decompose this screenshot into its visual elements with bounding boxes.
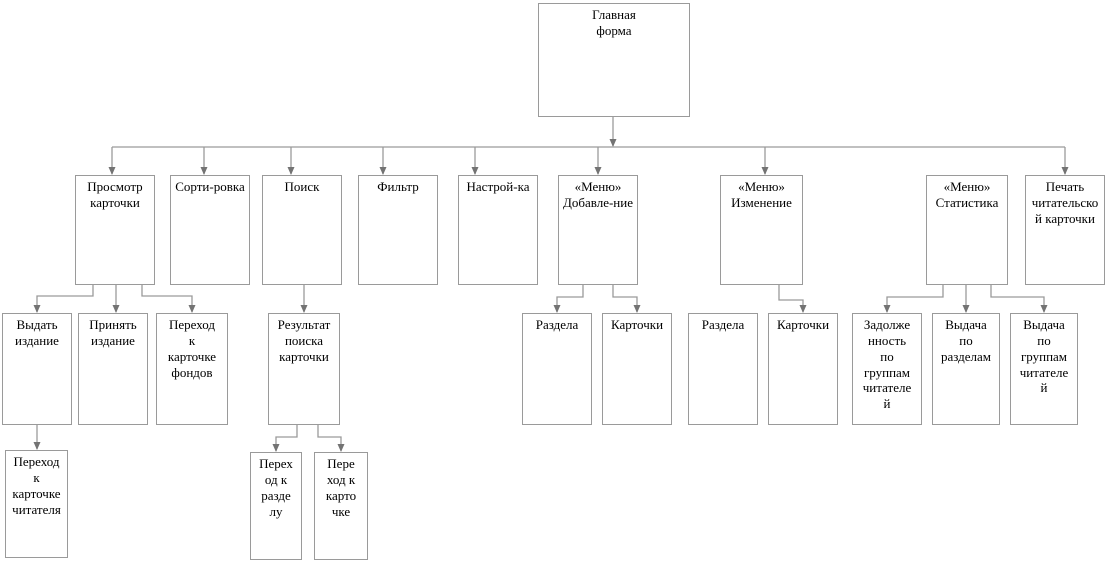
arrowhead-icon: [272, 444, 280, 452]
connector-statistika-to-vydacha-gruppam: [990, 285, 1045, 312]
node-label: Раздела: [701, 317, 745, 332]
node-label: «Меню» Добавле-ние: [563, 179, 633, 210]
arrowhead-icon: [33, 442, 41, 450]
node-vydacha-po-razdelam: Выдача по разделам: [932, 313, 1000, 425]
connector-prosmotr-to-fondov: [141, 285, 193, 312]
node-glavnaya-forma: Главная форма: [538, 3, 690, 117]
arrowhead-icon: [553, 305, 561, 313]
arrowhead-icon: [799, 305, 807, 313]
connector-dobavlenie-to-kartochki: [612, 285, 638, 312]
node-menu-izmenenie: «Меню» Изменение: [720, 175, 803, 285]
arrowhead-icon: [33, 305, 41, 313]
arrowhead-icon: [1040, 305, 1048, 313]
connector-rezultat-to-razdelu: [275, 425, 298, 451]
node-label: Выдача по группам читателе й: [1019, 317, 1069, 396]
node-perekhod-k-kartochke-fondov: Переход к карточке фондов: [156, 313, 228, 425]
node-perekhod-k-razdelu: Перех од к разде лу: [250, 452, 302, 560]
node-label: Принять издание: [89, 317, 137, 348]
node-razdela-dobavlenie: Раздела: [522, 313, 592, 425]
node-kartochki-izmenenie: Карточки: [768, 313, 838, 425]
arrowhead-icon: [337, 444, 345, 452]
node-label: Переход к карточке читателя: [12, 454, 61, 517]
arrowhead-icon: [633, 305, 641, 313]
node-label: Задолже нность по группам читателе й: [862, 317, 912, 412]
arrowhead-icon: [379, 167, 387, 175]
node-label: Главная форма: [592, 7, 636, 38]
node-razdela-izmenenie: Раздела: [688, 313, 758, 425]
node-label: Печать читательско й карточки: [1031, 179, 1099, 226]
arrowhead-icon: [761, 167, 769, 175]
node-label: Карточки: [776, 317, 830, 332]
node-sortirovka: Сорти-ровка: [170, 175, 250, 285]
node-label: Результат поиска карточки: [277, 317, 331, 364]
node-perekhod-k-kartochke-chitatelya: Переход к карточке читателя: [5, 450, 68, 558]
node-prosmotr-kartochki: Просмотр карточки: [75, 175, 155, 285]
node-label: Пере ход к карто чке: [325, 456, 357, 519]
node-perekhod-k-kartochke: Пере ход к карто чке: [314, 452, 368, 560]
node-label: «Меню» Изменение: [731, 179, 792, 210]
connector-izmenenie-to-kartochki: [778, 285, 804, 312]
node-label: Просмотр карточки: [87, 179, 143, 210]
node-label: Поиск: [284, 179, 320, 194]
arrowhead-icon: [200, 167, 208, 175]
node-vydacha-po-gruppam: Выдача по группам читателе й: [1010, 313, 1078, 425]
node-rezultat-poiska-kartochki: Результат поиска карточки: [268, 313, 340, 425]
node-label: Выдать издание: [15, 317, 59, 348]
node-label: Фильтр: [377, 179, 419, 194]
node-zadolzhennost-po-gruppam: Задолже нность по группам читателе й: [852, 313, 922, 425]
node-kartochki-dobavlenie: Карточки: [602, 313, 672, 425]
arrowhead-icon: [471, 167, 479, 175]
node-prinyat-izdanie: Принять издание: [78, 313, 148, 425]
arrowhead-icon: [962, 305, 970, 313]
node-pechat-chitatelskoy-kartochki: Печать читательско й карточки: [1025, 175, 1105, 285]
arrowhead-icon: [609, 139, 617, 147]
node-label: Выдача по разделам: [940, 317, 992, 364]
node-label: Раздела: [535, 317, 579, 332]
node-vydat-izdanie: Выдать издание: [2, 313, 72, 425]
node-filtr: Фильтр: [358, 175, 438, 285]
node-menu-statistika: «Меню» Статистика: [926, 175, 1008, 285]
connector-dobavlenie-to-razdela: [556, 285, 584, 312]
node-label: Сорти-ровка: [175, 179, 245, 194]
node-nastroyka: Настрой-ка: [458, 175, 538, 285]
connector-rezultat-to-kartochke: [317, 425, 342, 451]
node-label: Карточки: [610, 317, 664, 332]
arrowhead-icon: [188, 305, 196, 313]
connector-prosmotr-to-vydat: [36, 285, 94, 312]
arrowhead-icon: [300, 305, 308, 313]
node-label: Перех од к разде лу: [259, 456, 293, 519]
arrowhead-icon: [287, 167, 295, 175]
arrowhead-icon: [108, 167, 116, 175]
arrowhead-icon: [594, 167, 602, 175]
node-menu-dobavlenie: «Меню» Добавле-ние: [558, 175, 638, 285]
node-label: Переход к карточке фондов: [167, 317, 217, 380]
node-label: Настрой-ка: [466, 179, 530, 194]
arrowhead-icon: [1061, 167, 1069, 175]
node-label: «Меню» Статистика: [935, 179, 999, 210]
arrowhead-icon: [883, 305, 891, 313]
arrowhead-icon: [112, 305, 120, 313]
node-poisk: Поиск: [262, 175, 342, 285]
connector-statistika-to-zadolzhennost: [886, 285, 944, 312]
